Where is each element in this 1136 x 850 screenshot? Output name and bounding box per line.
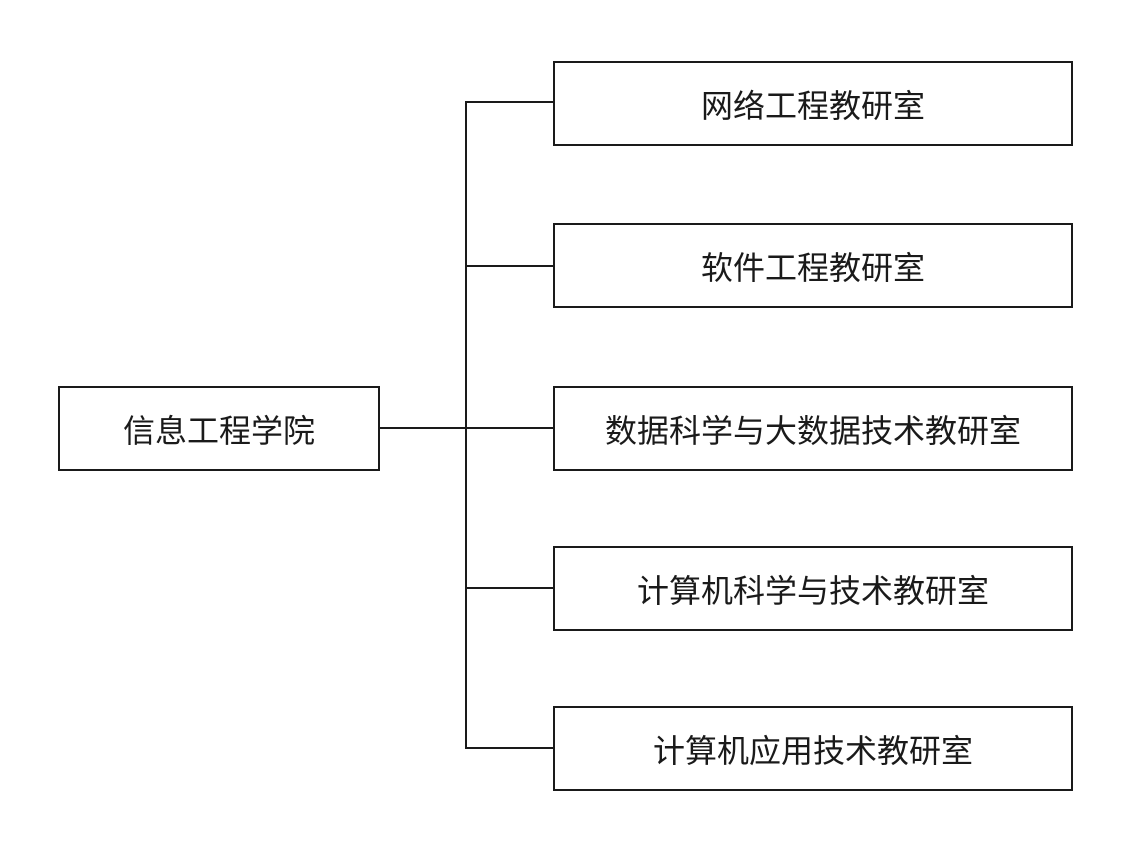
child-node-network-engineering: 网络工程教研室	[553, 61, 1073, 146]
child-node-data-science: 数据科学与大数据技术教研室	[553, 386, 1073, 471]
root-node: 信息工程学院	[58, 386, 380, 471]
child-node-label: 数据科学与大数据技术教研室	[604, 411, 1021, 450]
branch-connector-data-science	[465, 427, 553, 429]
child-node-label: 计算机应用技术教研室	[652, 731, 973, 770]
child-node-label: 网络工程教研室	[700, 86, 925, 125]
trunk-connector	[465, 101, 467, 749]
child-node-label: 软件工程教研室	[700, 248, 925, 287]
child-node-computer-science: 计算机科学与技术教研室	[553, 546, 1073, 631]
child-node-label: 计算机科学与技术教研室	[636, 571, 989, 610]
child-node-computer-application: 计算机应用技术教研室	[553, 706, 1073, 791]
branch-connector-computer-science	[465, 587, 553, 589]
root-connector	[380, 427, 466, 429]
root-node-label: 信息工程学院	[122, 411, 315, 450]
branch-connector-network	[465, 101, 553, 103]
child-node-software-engineering: 软件工程教研室	[553, 223, 1073, 308]
branch-connector-software	[465, 265, 553, 267]
branch-connector-computer-application	[465, 747, 553, 749]
